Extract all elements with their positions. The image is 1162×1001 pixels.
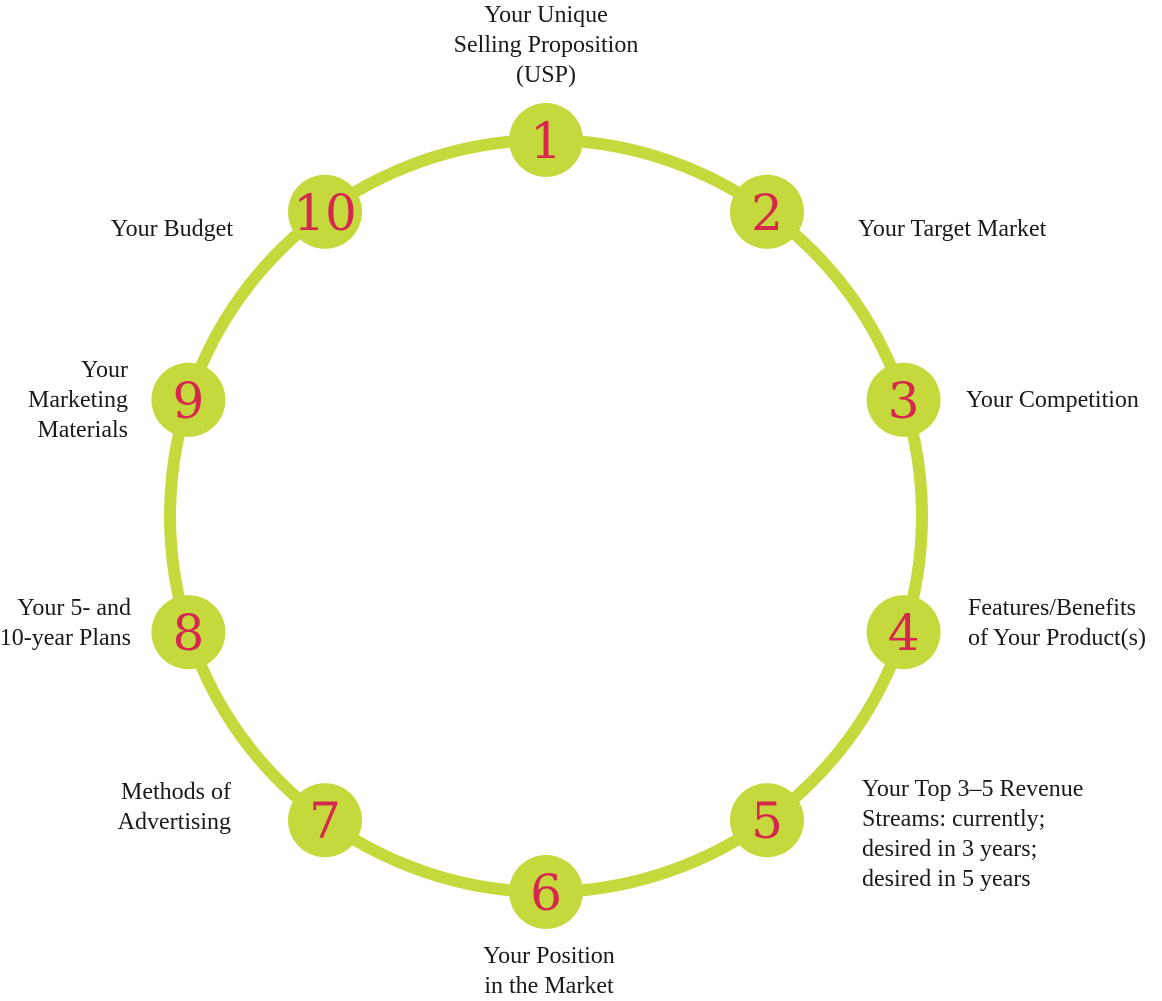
step-6-label-line: Your Position — [483, 943, 615, 969]
step-9-label-line: Marketing — [28, 387, 128, 413]
step-4-label: Features/Benefits of Your Product(s) — [968, 593, 1146, 653]
step-3-label: Your Competition — [966, 385, 1139, 415]
step-7-label-line: Advertising — [117, 809, 231, 835]
step-2-number: 2 — [751, 184, 783, 242]
step-5-node: 5 — [730, 783, 804, 858]
step-10-label: Your Budget — [111, 214, 233, 244]
step-6-label: Your Position in the Market — [483, 941, 615, 1001]
step-10-number: 10 — [293, 184, 357, 242]
step-10-node: 10 — [288, 174, 362, 249]
step-7-label-line: Methods of — [121, 779, 231, 805]
step-7-number: 7 — [309, 792, 341, 850]
step-4-label-line: Features/Benefits — [968, 595, 1136, 621]
step-5-label-line: Streams: currently; — [862, 806, 1046, 832]
step-3-node: 3 — [866, 362, 941, 437]
step-6-number: 6 — [530, 864, 562, 922]
step-nodes: 1 2 3 4 5 6 7 8 9 10 — [151, 103, 941, 929]
step-8-label-line: Your 5- and — [17, 595, 131, 621]
step-1-node: 1 — [509, 103, 583, 177]
step-5-number: 5 — [751, 792, 783, 850]
step-7-circle — [288, 783, 362, 858]
step-7-label: Methods of Advertising — [118, 777, 231, 837]
step-9-label-line: Your — [81, 357, 128, 383]
step-10-label-line: Your Budget — [110, 216, 233, 242]
step-9-label-line: Materials — [37, 417, 128, 443]
cycle-ring — [164, 134, 928, 898]
step-1-label-line: Selling Proposition — [453, 32, 639, 58]
step-6-label-line: in the Market — [484, 973, 614, 999]
step-8-number: 8 — [172, 604, 204, 662]
step-5-label-line: desired in 5 years — [862, 866, 1031, 892]
step-4-label-line: of Your Product(s) — [968, 625, 1147, 651]
step-5-label-line: Your Top 3–5 Revenue — [862, 776, 1084, 802]
step-1-label-line: Your Unique — [484, 2, 608, 28]
step-1-circle — [509, 103, 583, 177]
step-5-label-line: desired in 3 years; — [862, 836, 1038, 862]
step-6-node: 6 — [509, 855, 583, 929]
step-6-circle — [509, 855, 583, 929]
step-7-node: 7 — [288, 783, 362, 858]
step-9-circle — [151, 362, 226, 437]
step-4-number: 4 — [888, 604, 920, 662]
step-4-circle — [866, 595, 941, 670]
step-8-label: Your 5- and 10-year Plans — [0, 593, 131, 653]
step-1-label-line: (USP) — [515, 62, 576, 88]
step-8-node: 8 — [151, 595, 226, 670]
step-2-node: 2 — [730, 174, 804, 249]
step-9-node: 9 — [151, 362, 226, 437]
step-10-circle — [288, 174, 362, 249]
step-8-label-line: 10-year Plans — [0, 625, 131, 651]
step-2-label-line: Your Target Market — [858, 216, 1047, 242]
step-8-circle — [151, 595, 226, 670]
step-2-circle — [730, 174, 804, 249]
step-3-number: 3 — [888, 372, 920, 430]
step-4-node: 4 — [866, 595, 941, 670]
step-5-circle — [730, 783, 804, 858]
step-2-label: Your Target Market — [858, 214, 1046, 244]
step-9-number: 9 — [172, 372, 204, 430]
step-1-number: 1 — [530, 112, 562, 170]
step-3-label-line: Your Competition — [966, 387, 1139, 413]
step-3-circle — [866, 362, 941, 437]
